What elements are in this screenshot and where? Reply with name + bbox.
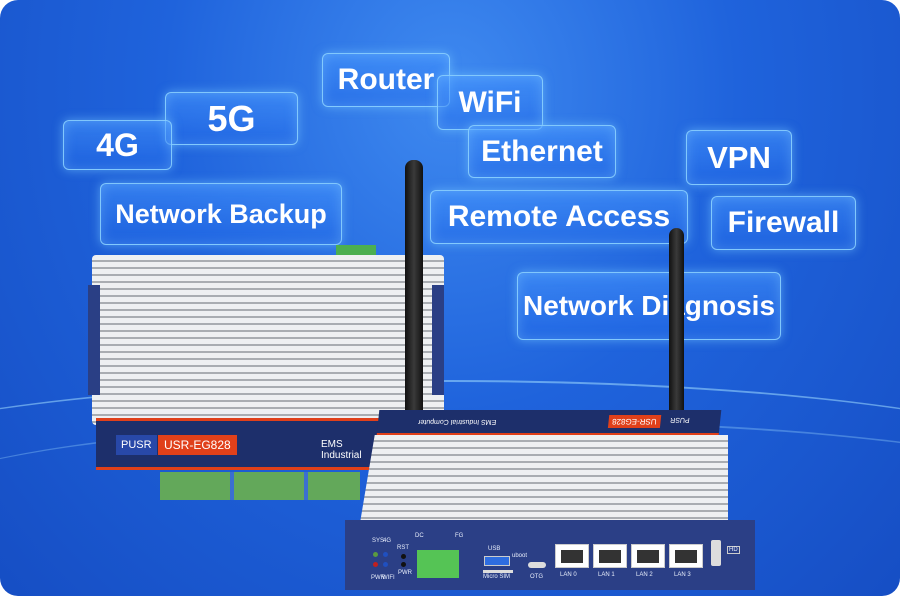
feature-tag-remote-access: Remote Access [430,190,688,244]
led-label: SYS [372,538,385,544]
led-label: WIFI [382,575,395,581]
back-device-label-panel: PUSR USR-EG828 EMS Industrial [96,418,386,470]
heatsink [92,255,444,425]
top-label-strip: EMS Industrial Computer USR-EG828 PUSR [376,410,722,435]
model-label: USR-EG828 [158,435,237,455]
feature-tag-vpn: VPN [686,130,792,185]
antenna [405,160,423,415]
4g-led [383,552,388,557]
model-label: USR-EG828 [607,415,662,428]
lan-port [555,544,589,568]
lan-label: LAN 1 [598,572,615,578]
uboot-label: uboot [512,553,528,559]
lan-port [669,544,703,568]
feature-tag-5g: 5G [165,92,298,145]
pwr-led [373,562,378,567]
lan-label: LAN 0 [560,572,577,578]
feature-tag-router: Router [322,53,450,107]
feature-tag-wifi: WiFi [437,75,543,130]
hd-label: HD [727,546,740,554]
micro-sim-label: Micro SIM [483,574,510,580]
feature-tag-firewall: Firewall [711,196,856,250]
micro-sim-slot [483,570,513,573]
terminal-blocks [160,472,360,500]
usb-port [484,556,510,566]
otg-label: OTG [530,574,543,580]
lan-label: LAN 3 [674,572,691,578]
button-label: RST [397,545,409,551]
lan-port [593,544,627,568]
led-label: 4G [383,538,392,544]
brand-logo: PUSR [116,435,157,455]
front-panel: SYS 4G RST PWR WIFI PWR DC FG USB Micro … [345,520,755,590]
mount-bracket [432,285,444,395]
usb-label: USB [488,546,501,552]
lan-label: LAN 2 [636,572,653,578]
wifi-led [383,562,388,567]
hdmi-port [711,540,721,566]
subtitle: EMS Industrial [321,439,362,461]
fg-label: FG [455,533,464,539]
sys-led [373,552,378,557]
mount-bracket [88,285,100,395]
feature-tag-ethernet: Ethernet [468,125,616,178]
feature-tag-network-backup: Network Backup [100,183,342,245]
decorative-wave [0,380,900,580]
feature-tag-4g: 4G [63,120,172,170]
antenna [669,228,684,413]
feature-tag-network-diagnosis: Network Diagnosis [517,272,781,340]
lan-port [631,544,665,568]
led-label: PWR [371,575,385,581]
brand-logo: PUSR [669,416,691,423]
heatsink [360,435,728,523]
reset-button[interactable] [401,554,406,559]
otg-port [528,562,546,568]
dc-label: DC [415,533,424,539]
subtitle: EMS Industrial Computer [417,418,497,425]
button-label: PWR [398,570,412,576]
power-button[interactable] [401,562,406,567]
power-terminal [417,550,459,578]
